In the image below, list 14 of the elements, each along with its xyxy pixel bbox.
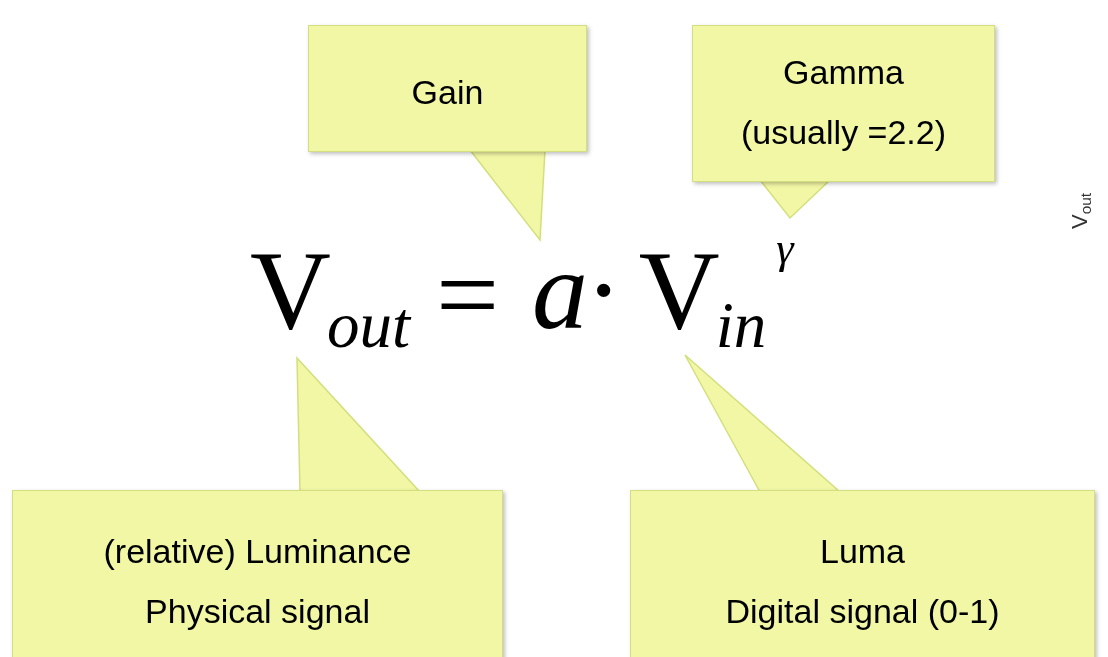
formula-term: γ [776, 227, 794, 271]
equals-sign: = [436, 238, 500, 350]
callout-text: Luma [818, 531, 907, 572]
callout-text: Gain [410, 72, 485, 113]
formula-term: V$_{out}$ [250, 234, 410, 346]
formula-term: V$_{in}$ [638, 234, 767, 346]
callout-text: (relative) Luminance [102, 531, 413, 572]
callout-text: Digital signal (0-1) [724, 591, 1001, 632]
formula-term: a· [532, 234, 616, 346]
callout-box [692, 25, 995, 182]
callout-text: Physical signal [144, 591, 371, 632]
callout-pointer [468, 149, 546, 243]
callout-pointer [296, 356, 422, 493]
callout-text: Gamma (usually =2.2) [739, 52, 947, 153]
